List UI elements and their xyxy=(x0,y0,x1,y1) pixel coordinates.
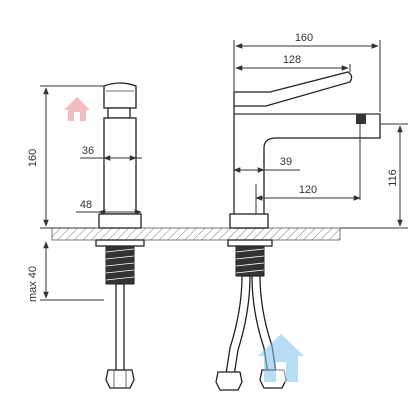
base-width-label: 48 xyxy=(80,199,92,211)
countertop xyxy=(51,227,341,241)
body-width-label: 36 xyxy=(82,145,94,157)
house-icon xyxy=(64,97,90,121)
house-icon xyxy=(258,334,304,382)
outlet-width-label: 39 xyxy=(280,156,292,168)
dimension-lines xyxy=(40,40,408,301)
dimension-labels: 160 max 40 36 48 160 128 39 120 116 xyxy=(27,32,399,302)
max-counter-thickness-label: max 40 xyxy=(27,266,39,302)
overall-height-label: 160 xyxy=(27,149,39,167)
projection-label: 120 xyxy=(299,184,317,196)
outlet-height-label: 116 xyxy=(387,169,399,187)
spout-reach-label: 128 xyxy=(283,54,301,66)
overall-length-label: 160 xyxy=(295,32,313,44)
